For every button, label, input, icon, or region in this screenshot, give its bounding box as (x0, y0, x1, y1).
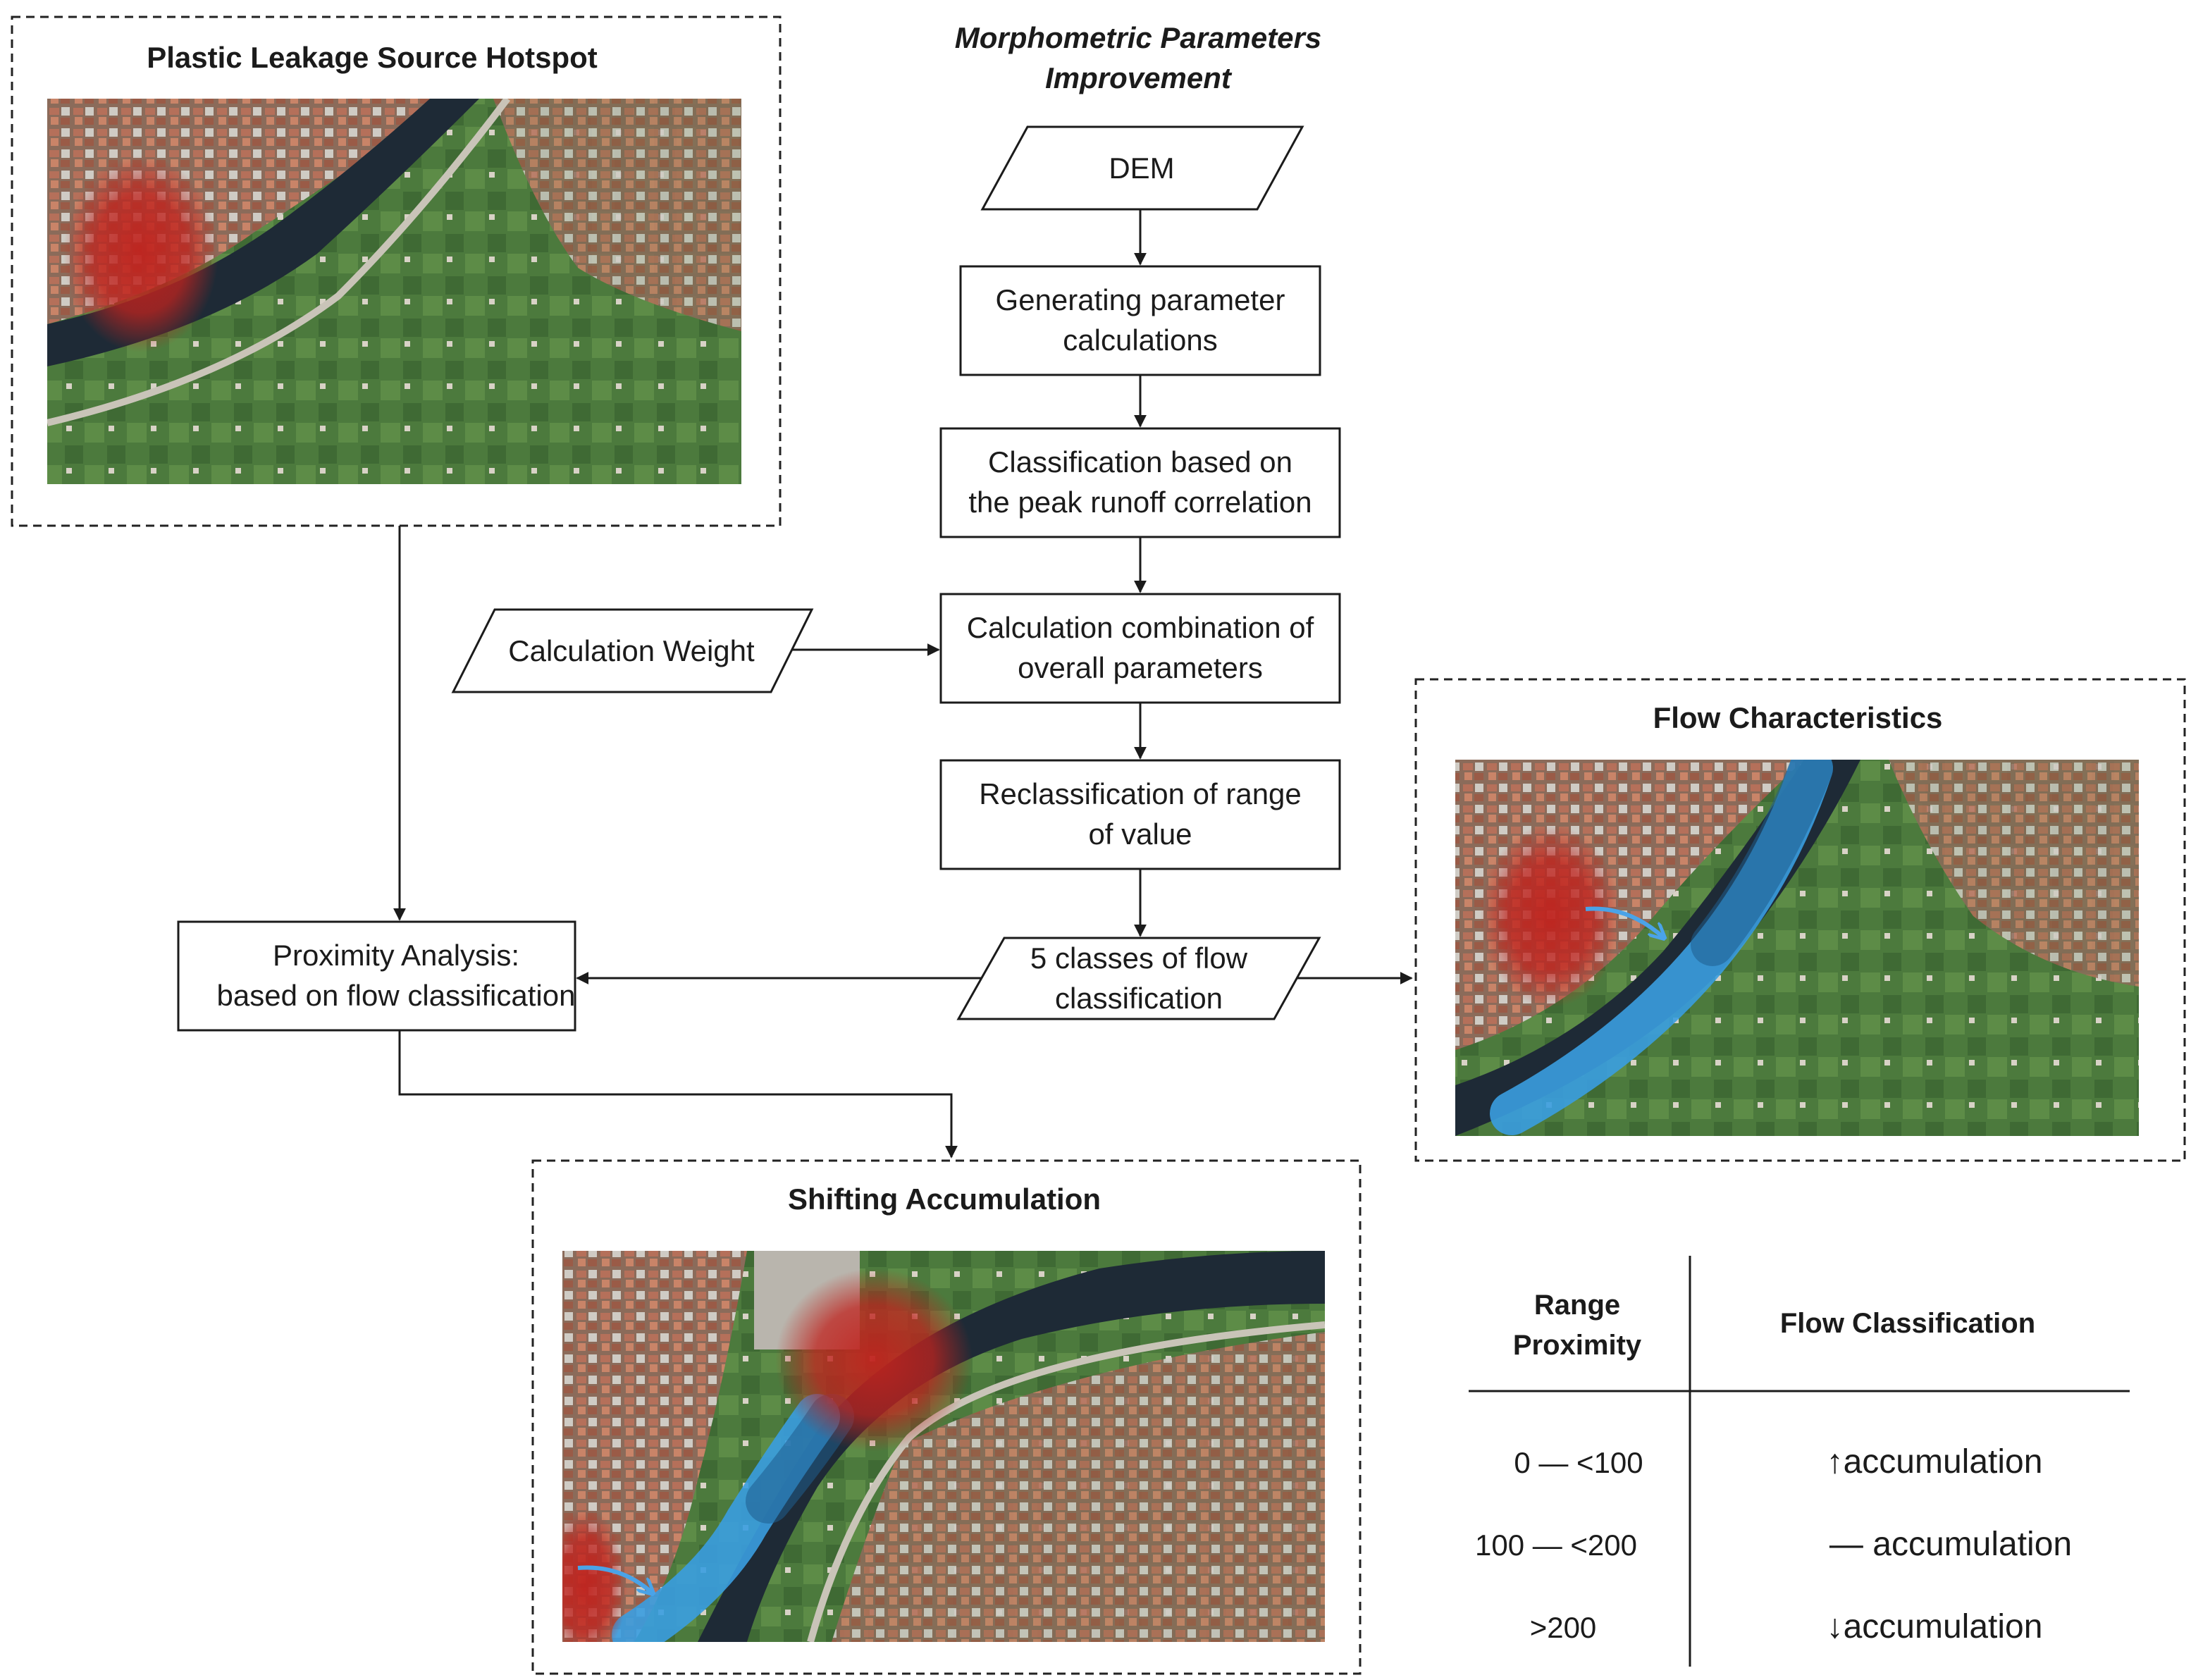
combination-label: overall parameters (1018, 651, 1263, 684)
hotspot-panel-frame (11, 16, 782, 527)
connector-arrows (393, 209, 1413, 1159)
table-row-flow: — accumulation (1829, 1526, 2072, 1563)
dem-input-node (980, 125, 1304, 211)
shifting-accumulation-panel: Shifting Accumulation (531, 1159, 1362, 1675)
flow-panel-frame (1414, 678, 2186, 1162)
flow-classes-label: classification (1055, 982, 1223, 1015)
flow-direction-arrow (577, 1565, 652, 1593)
reclassification-label: of value (1088, 817, 1192, 851)
table-row-range: >200 (1530, 1611, 1597, 1644)
calculation-weight-node (451, 608, 814, 693)
range-header: Range (1534, 1290, 1620, 1321)
proximity-analysis-node (177, 920, 576, 1032)
flow-accumulation-high (1691, 760, 1833, 966)
flow-classes-label: 5 classes of flow (1030, 941, 1248, 975)
table-row-flow: ↑accumulation (1827, 1443, 2043, 1481)
reclassification-label: Reclassification of range (979, 777, 1302, 810)
plastic-hotspot (775, 1268, 973, 1452)
flowchart: Morphometric Parameters Improvement DEM … (177, 21, 1413, 1159)
generating-parameters-node (959, 265, 1321, 376)
table-row-range: 100 — <200 (1475, 1528, 1637, 1562)
urban-area (832, 1332, 1325, 1642)
flow-classification-header: Flow Classification (1780, 1308, 2035, 1339)
calculation-weight-label: Calculation Weight (508, 634, 755, 667)
table-row-flow: ↓accumulation (1827, 1608, 2043, 1645)
range-proximity-table: Range Proximity Flow Classification 0 — … (1469, 1256, 2130, 1667)
plastic-hotspot (63, 155, 218, 352)
plastic-hotspot (1480, 824, 1621, 1008)
table-row-range: 0 — <100 (1514, 1446, 1643, 1479)
shifting-panel-frame (531, 1159, 1362, 1675)
generating-parameters-label: Generating parameter (996, 283, 1285, 316)
classification-node (939, 427, 1341, 538)
shifting-panel-title: Shifting Accumulation (788, 1182, 1101, 1216)
urban-area (1889, 760, 2139, 987)
shifting-satellite-image (562, 1251, 1325, 1642)
flow-panel-title: Flow Characteristics (1653, 701, 1943, 734)
proximity-analysis-label: Proximity Analysis: (273, 939, 519, 972)
flow-direction-arrow (1585, 906, 1663, 938)
classification-label: Classification based on (988, 445, 1292, 478)
flowchart-title: Improvement (1045, 61, 1233, 94)
hotspot-panel: Plastic Leakage Source Hotspot (11, 16, 782, 527)
hotspot-panel-title: Plastic Leakage Source Hotspot (147, 41, 598, 74)
flow-classes-output-node (956, 937, 1321, 1020)
proximity-analysis-label: based on flow classification (217, 979, 576, 1012)
reclassification-node (939, 759, 1341, 870)
flowchart-title: Morphometric Parameters (955, 21, 1322, 54)
urban-area (493, 99, 741, 331)
river-bank-road (47, 99, 510, 426)
range-header: Proximity (1513, 1330, 1642, 1361)
classification-label: the peak runoff correlation (968, 486, 1311, 519)
plastic-hotspot (562, 1508, 627, 1642)
combination-label: Calculation combination of (967, 611, 1314, 644)
generating-parameters-label: calculations (1063, 323, 1217, 357)
flow-satellite-image (1455, 760, 2139, 1136)
dem-label: DEM (1109, 152, 1174, 185)
hotspot-satellite-image (47, 99, 741, 484)
flow-characteristics-panel: Flow Characteristics (1414, 678, 2186, 1162)
